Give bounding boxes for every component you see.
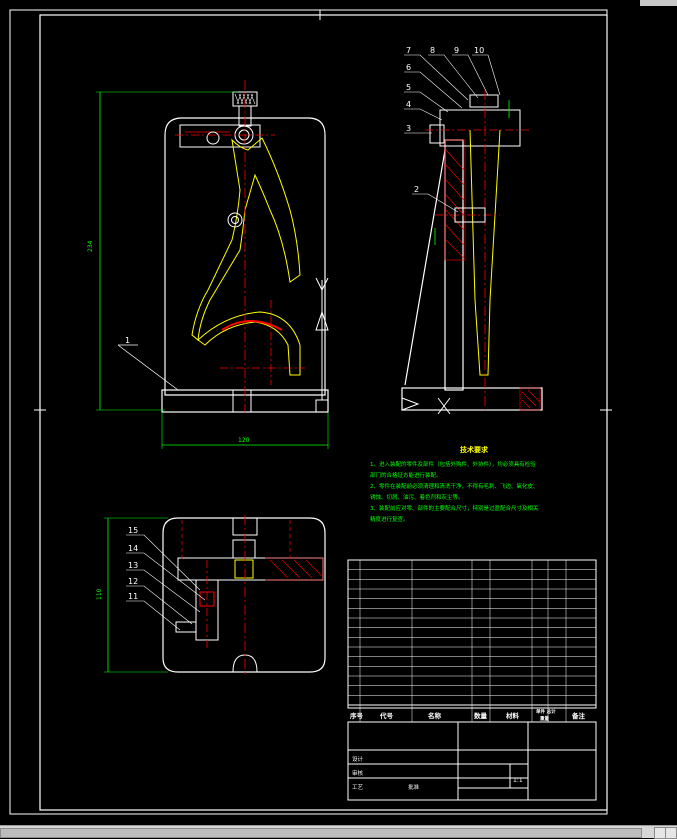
horizontal-scrollbar[interactable] (0, 825, 677, 839)
front-clamp-arm (179, 124, 261, 148)
plan-clamp-bar (177, 557, 324, 581)
tech-note-3: 2、零件在装配前必须清理和清洗干净，不得有毛刺、飞边、氧化皮、 (370, 482, 539, 490)
plan-yellow-part (234, 559, 254, 579)
balloon-4: 4 (406, 100, 411, 109)
bom-h-code: 代号 (379, 711, 394, 720)
balloon-8: 8 (430, 46, 435, 55)
front-pin (206, 131, 220, 145)
side-hatch-lines (445, 149, 465, 259)
balloon-2: 2 (414, 185, 419, 194)
plan-leaders (126, 534, 206, 631)
bom-h-unit: 单件 总计 (536, 708, 556, 715)
bom-h-material: 材料 (505, 711, 520, 720)
balloon-7: 7 (406, 46, 411, 55)
title-approve: 批准 (408, 783, 420, 791)
technical-requirements: 技术要求 1、进入装配的零件及部件（包括外购件、外协件），均必须具有检验 部门的… (370, 445, 539, 523)
front-arrow-y (315, 277, 329, 292)
bom-table: 序号 代号 名称 数量 材料 单件 总计 重量 备注 (347, 559, 597, 722)
dim-width-text: 120 (238, 437, 250, 444)
side-dim-small (434, 100, 510, 245)
dim-plan-text: 110 (96, 588, 103, 600)
balloon-12: 12 (128, 577, 138, 586)
window-corner (640, 0, 677, 6)
side-base-hatch (519, 387, 541, 411)
front-fork-part (191, 137, 301, 341)
balloon-9: 9 (454, 46, 459, 55)
front-arc-hatch (221, 320, 283, 331)
front-arrow-base (315, 399, 329, 413)
balloon-15: 15 (128, 526, 138, 535)
front-view[interactable]: 234 120 1 (87, 80, 329, 449)
balloon-5: 5 (406, 83, 411, 92)
bom-h-seq: 序号 (349, 711, 364, 720)
bom-h-weight: 重量 (540, 715, 549, 722)
title-block: 1:1 设计 审核 工艺 批准 (347, 721, 597, 801)
side-balloons: 7 8 9 10 6 5 4 3 2 (404, 46, 501, 213)
bom-h-qty: 数量 (474, 711, 488, 720)
balloon-1-label: 1 (125, 336, 130, 345)
dim-height-text: 234 (87, 240, 94, 252)
side-clamp-head (439, 109, 521, 147)
balloon-11: 11 (128, 592, 138, 601)
side-frame-diag (404, 140, 446, 386)
plan-view[interactable]: 110 15 14 13 12 11 (96, 515, 326, 675)
sheet-inner-border (39, 14, 608, 811)
side-view[interactable]: 7 8 9 10 6 5 4 3 2 (401, 46, 543, 415)
tech-note-4: 锈蚀、切屑、油污、着色剂和灰尘等。 (370, 493, 464, 501)
bom-h-remark: 备注 (571, 711, 586, 720)
title-frame (347, 721, 597, 801)
tech-note-5: 3、装配前应对零、部件的主要配合尺寸，特别是过盈配合尺寸及相关 (370, 504, 539, 512)
balloon-13: 13 (128, 561, 138, 570)
side-column (444, 139, 464, 391)
side-clamp-screw (469, 94, 499, 108)
side-leaders (404, 54, 501, 213)
plan-screw-head (232, 539, 256, 559)
scroll-right-button[interactable] (665, 827, 677, 839)
title-design: 设计 (352, 755, 364, 763)
side-cross-mark (437, 397, 451, 415)
tech-title: 技术要求 (460, 445, 489, 454)
title-scale: 1:1 (513, 777, 523, 784)
front-fork-lower (197, 311, 301, 376)
side-yellow-arm (469, 129, 501, 376)
balloon-3: 3 (406, 124, 411, 133)
side-hatch-block (444, 139, 466, 261)
balloon-6: 6 (406, 63, 411, 72)
tech-note-1: 1、进入装配的零件及部件（包括外购件、外协件），均必须具有检验 (370, 460, 536, 468)
side-base (401, 387, 543, 411)
title-process: 工艺 (352, 784, 364, 791)
tech-note-6: 精度进行复查。 (370, 515, 409, 523)
title-check: 审核 (352, 769, 364, 777)
front-body-outline (164, 117, 326, 396)
bom-h-name: 名称 (428, 711, 442, 720)
side-nut-left (429, 124, 445, 144)
tech-note-2: 部门的合格证方能进行装配。 (370, 471, 442, 479)
front-small-bolt (227, 212, 243, 228)
plan-clamp-hatch (265, 557, 324, 581)
balloon-14: 14 (128, 544, 138, 553)
side-triangle-mark (401, 397, 420, 411)
front-small-bolt-inner (231, 216, 239, 224)
side-pin (454, 207, 486, 223)
balloon-1-leader (117, 344, 179, 391)
plan-outline (162, 517, 326, 673)
balloon-10: 10 (474, 46, 484, 55)
plan-nut (175, 621, 197, 633)
